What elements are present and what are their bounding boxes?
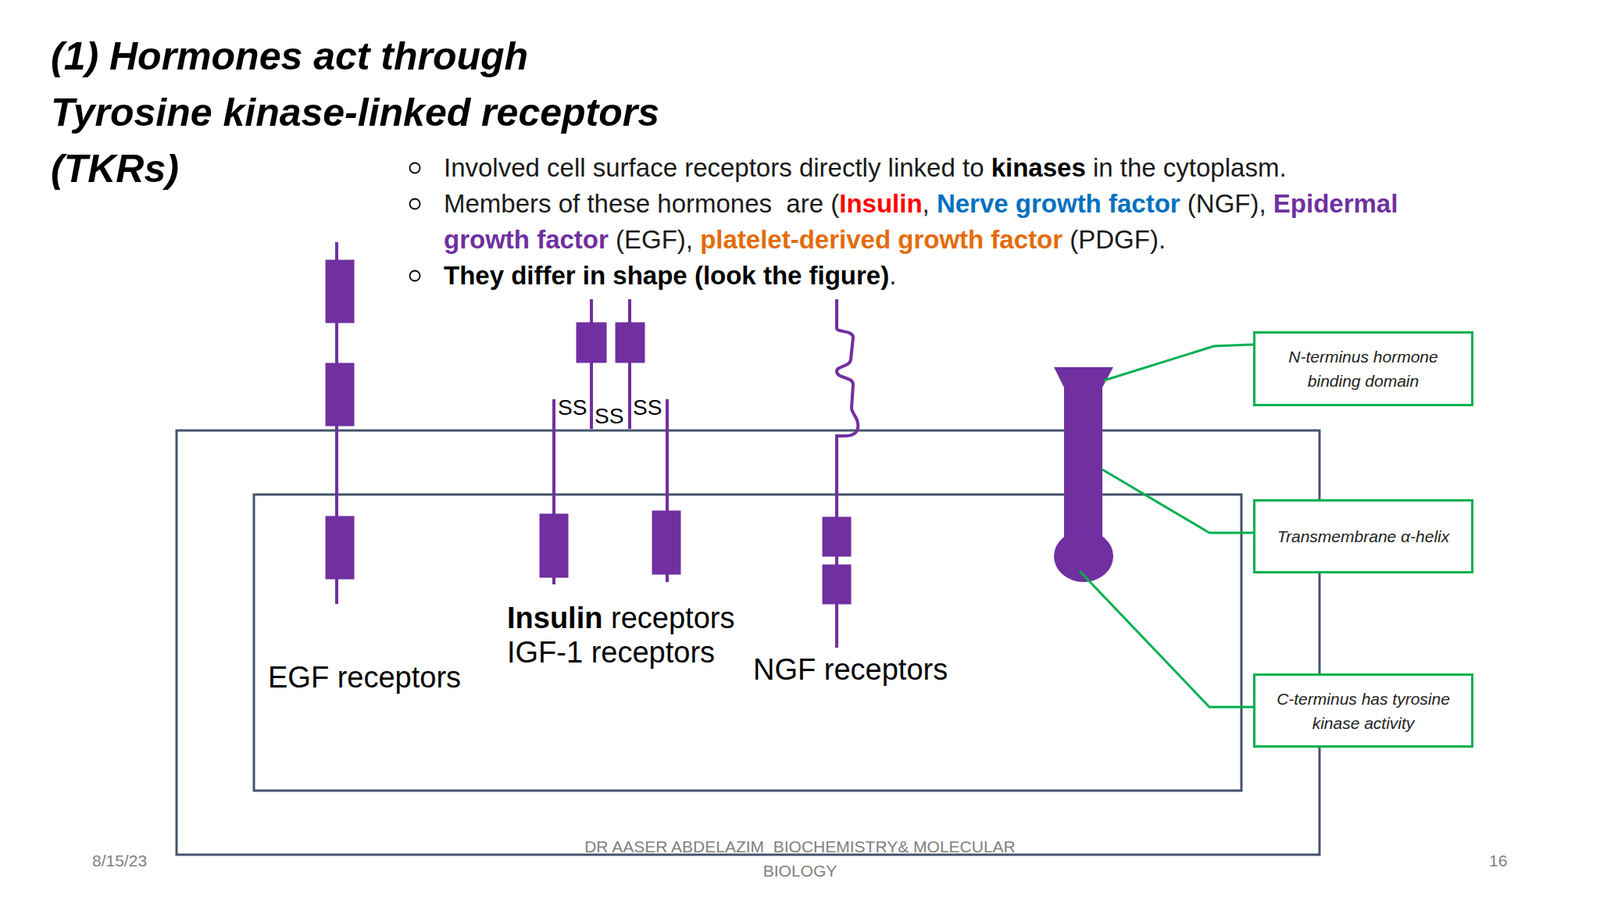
label-line: IGF-1 receptors xyxy=(507,635,735,670)
footer-date: 8/15/23 xyxy=(92,848,147,873)
bullet-marker xyxy=(407,160,424,176)
bullet-item: They differ in shape (look the figure). xyxy=(407,257,1444,294)
highlight-text: kinases xyxy=(991,153,1086,183)
ngf-receptor xyxy=(822,299,858,648)
bullet-circle xyxy=(410,163,421,174)
receptor-domain xyxy=(576,322,607,363)
highlight-text: Nerve growth factor xyxy=(936,189,1181,218)
callout-box: N-terminus hormone binding domain xyxy=(1253,331,1474,407)
bullet-phrase: (NGF), xyxy=(1187,189,1267,218)
bullet-phrase: (PDGF). xyxy=(1069,225,1166,254)
egf-receptor xyxy=(325,242,354,604)
label-line: Insulin receptors xyxy=(507,600,735,636)
highlight-text: They differ in shape (look the figure) xyxy=(443,260,890,290)
receptor-domain xyxy=(325,260,354,323)
transmembrane-helix xyxy=(1064,382,1103,551)
bullet-phrase: Members of these hormones are ( xyxy=(443,189,840,218)
receptor-domain xyxy=(822,564,851,604)
receptor-domain xyxy=(822,517,851,557)
bullet-phrase: , xyxy=(922,189,930,218)
disulfide-bond: SS xyxy=(557,395,587,421)
leader-line xyxy=(1103,344,1254,381)
bullet-phrase: Involved cell surface receptors directly… xyxy=(443,153,985,183)
receptor-domain xyxy=(325,363,354,426)
bullet-circle xyxy=(410,199,421,210)
receptor-domain xyxy=(652,510,681,575)
receptor-domain xyxy=(615,322,645,363)
receptor-label: IGF-1 receptors xyxy=(507,635,715,669)
receptor-label: Insulin xyxy=(507,601,603,635)
leader-line xyxy=(1079,571,1254,708)
callout-text: Transmembrane α-helix xyxy=(1277,524,1450,549)
inner-cytoplasm-box xyxy=(253,494,1242,791)
bullet-marker xyxy=(407,267,424,284)
highlight-text: Insulin xyxy=(839,189,922,218)
highlight-text: platelet-derived growth factor xyxy=(700,225,1063,254)
outer-membrane-box xyxy=(176,430,1320,855)
leader-lines xyxy=(1079,344,1254,708)
footer-author: DR AASER ABDELAZIM BIOCHEMISTRY& MOLECUL… xyxy=(557,834,1043,883)
page-number: 16 xyxy=(1489,848,1508,873)
receptor-chain xyxy=(589,299,593,429)
generic-receptor xyxy=(1053,367,1114,583)
callout-box: C-terminus has tyrosine kinase activity xyxy=(1253,673,1474,748)
receptor-domain xyxy=(325,516,354,579)
receptor-domain xyxy=(539,514,568,578)
callout-text: C-terminus has tyrosine kinase activity xyxy=(1274,686,1453,736)
receptor-label: EGF receptors xyxy=(267,660,461,695)
receptor-chain xyxy=(628,299,632,429)
bullet-item: Members of these hormones are (Insulin, … xyxy=(407,185,1444,258)
disulfide-bond: SS xyxy=(632,395,662,421)
bullet-text: Involved cell surface receptors directly… xyxy=(443,150,1444,186)
bullet-circle xyxy=(410,271,421,282)
receptor-label: NGF receptors xyxy=(753,652,948,687)
bullet-text: They differ in shape (look the figure). xyxy=(443,257,1444,294)
receptor-label-group: Insulin receptorsIGF-1 receptors xyxy=(507,600,735,670)
bullet-phrase: in the cytoplasm. xyxy=(1092,153,1287,183)
bullet-item: Involved cell surface receptors directly… xyxy=(407,150,1444,186)
leader-line xyxy=(1102,469,1254,533)
bullet-phrase: . xyxy=(889,260,897,290)
insulin-receptor xyxy=(539,299,681,585)
bullet-list: Involved cell surface receptors directly… xyxy=(407,150,1444,294)
callout-box: Transmembrane α-helix xyxy=(1253,499,1474,574)
callout-text: N-terminus hormone binding domain xyxy=(1274,344,1453,393)
disulfide-bond: SS xyxy=(594,403,624,429)
bullet-text: Members of these hormones are (Insulin, … xyxy=(443,185,1444,258)
bullet-marker xyxy=(407,196,424,212)
receptor-label: receptors xyxy=(610,601,735,635)
bullet-phrase: (EGF), xyxy=(615,225,693,254)
